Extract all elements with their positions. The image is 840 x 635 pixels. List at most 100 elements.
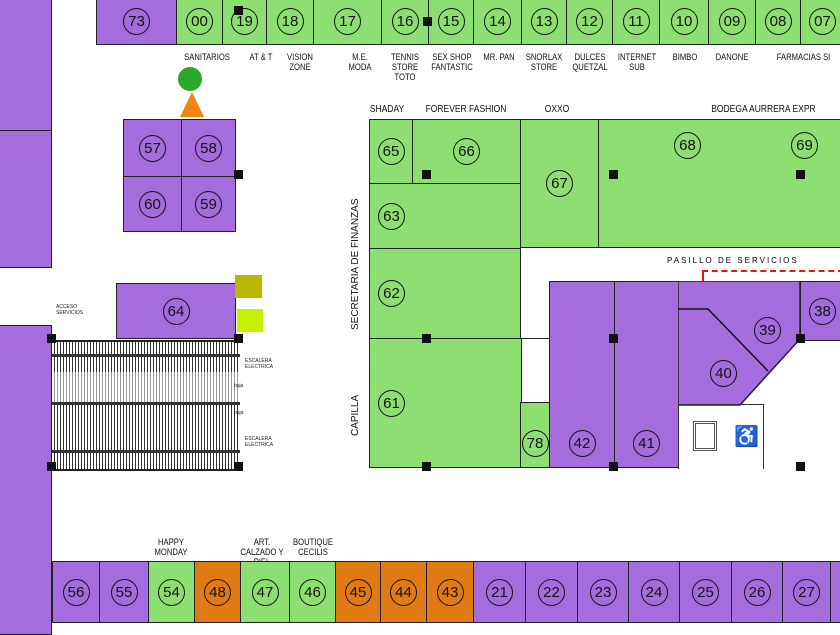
label-tennis: TENNIS STORE TOTO xyxy=(390,52,420,82)
label-mrpan: MR. PAN xyxy=(483,52,515,62)
column xyxy=(422,334,431,343)
service-corridor-line xyxy=(702,270,840,284)
store-11[interactable]: 11 xyxy=(612,0,660,45)
store-42[interactable]: 42 xyxy=(549,281,615,468)
label-snorlax: SNORLAX STORE xyxy=(525,52,563,72)
restroom-female-icon xyxy=(180,92,204,117)
store-65[interactable]: 65 xyxy=(369,119,413,184)
label-dulces: DULCES QUETZAL xyxy=(572,52,608,72)
store-56[interactable]: 56 xyxy=(52,561,100,623)
service-room xyxy=(678,404,764,469)
store-57[interactable]: 57 xyxy=(123,119,182,177)
label-internet: INTERNET SUB xyxy=(617,52,657,72)
column xyxy=(47,462,56,471)
column xyxy=(796,334,805,343)
store-24[interactable]: 24 xyxy=(628,561,680,623)
store-16[interactable]: 16 xyxy=(381,0,429,45)
label-farmacias: FARMACIAS SI xyxy=(776,52,831,62)
store-61-notch xyxy=(521,339,550,403)
store-67[interactable]: 67 xyxy=(520,119,599,248)
label-bodega: BODEGA AURRERA EXPR xyxy=(711,104,816,115)
store-55[interactable]: 55 xyxy=(99,561,149,623)
label-boutique: BOUTIQUE CECILIS xyxy=(293,537,333,557)
label-vision: VISION ZONE xyxy=(287,52,313,72)
store-39-40[interactable] xyxy=(678,281,803,406)
store-27[interactable]: 27 xyxy=(782,561,831,623)
left-store-a[interactable] xyxy=(0,0,52,132)
label-secretaria: SECRETARIA DE FINANZAS xyxy=(350,198,361,330)
store-22[interactable]: 22 xyxy=(525,561,578,623)
column xyxy=(609,462,618,471)
label-oxxo: OXXO xyxy=(544,104,570,115)
store-edge[interactable] xyxy=(830,561,840,623)
column xyxy=(234,334,243,343)
store-60[interactable]: 60 xyxy=(123,176,182,232)
label-pasillo: PASILLO DE SERVICIOS xyxy=(667,256,799,265)
wheelchair-icon: ♿ xyxy=(734,426,759,448)
store-68-69[interactable]: 68 69 xyxy=(598,119,840,248)
store-17[interactable]: 17 xyxy=(313,0,382,45)
baja-label-2: baja xyxy=(234,410,244,416)
column xyxy=(234,462,243,471)
store-25[interactable]: 25 xyxy=(679,561,732,623)
escalera-label-bottom: ESCALERA ELECTRICA xyxy=(245,436,274,448)
column xyxy=(234,6,243,15)
store-41[interactable]: 41 xyxy=(614,281,679,468)
label-capilla: CAPILLA xyxy=(350,394,361,436)
column xyxy=(609,170,618,179)
store-47[interactable]: 47 xyxy=(240,561,290,623)
store-63[interactable]: 63 xyxy=(369,183,521,249)
store-46[interactable]: 46 xyxy=(289,561,336,623)
olive-marker xyxy=(235,275,262,298)
column xyxy=(234,170,243,179)
column xyxy=(609,334,618,343)
store-43[interactable]: 43 xyxy=(426,561,474,623)
label-sexshop: SEX SHOP FANTASTIC xyxy=(431,52,473,72)
store-23[interactable]: 23 xyxy=(577,561,629,623)
store-15[interactable]: 15 xyxy=(428,0,474,45)
column xyxy=(796,462,805,471)
elevator-icon xyxy=(693,421,717,451)
store-08[interactable]: 08 xyxy=(755,0,801,45)
store-07[interactable]: 07 xyxy=(800,0,840,45)
store-44[interactable]: 44 xyxy=(380,561,427,623)
store-54[interactable]: 54 xyxy=(148,561,195,623)
store-39: 39 xyxy=(754,317,781,344)
left-store-c[interactable] xyxy=(0,325,52,635)
store-18[interactable]: 18 xyxy=(266,0,314,45)
store-64[interactable]: 64 xyxy=(116,283,236,339)
column xyxy=(422,462,431,471)
store-59[interactable]: 59 xyxy=(181,176,236,232)
store-62[interactable]: 62 xyxy=(369,248,521,339)
label-bimbo: BIMBO xyxy=(672,52,698,62)
store-10[interactable]: 10 xyxy=(659,0,709,45)
store-48[interactable]: 48 xyxy=(194,561,241,623)
store-61[interactable]: 61 xyxy=(369,338,550,468)
store-13[interactable]: 13 xyxy=(521,0,567,45)
store-58[interactable]: 58 xyxy=(181,119,236,177)
store-45[interactable]: 45 xyxy=(335,561,381,623)
column xyxy=(423,17,432,26)
store-12[interactable]: 12 xyxy=(566,0,613,45)
store-14[interactable]: 14 xyxy=(473,0,522,45)
column xyxy=(422,170,431,179)
store-19[interactable]: 19 xyxy=(222,0,267,45)
lime-marker xyxy=(237,309,263,332)
label-sanitarios: SANITARIOS xyxy=(184,52,230,62)
column xyxy=(47,334,56,343)
store-26[interactable]: 26 xyxy=(731,561,783,623)
label-shaday: SHADAY xyxy=(369,104,405,115)
escalator[interactable] xyxy=(52,340,240,471)
escalera-label-top: ESCALERA ELECTRICA xyxy=(245,358,274,370)
store-00[interactable]: 00 xyxy=(176,0,223,45)
store-78[interactable]: 78 xyxy=(520,402,550,468)
store-73[interactable]: 73 xyxy=(96,0,177,45)
store-40: 40 xyxy=(710,360,737,387)
store-21[interactable]: 21 xyxy=(473,561,526,623)
store-38[interactable]: 38 xyxy=(800,281,840,341)
label-att: AT & T xyxy=(249,52,273,62)
acceso-servicios-label: ACCESO SERVICIOS xyxy=(56,304,84,316)
left-store-b[interactable] xyxy=(0,130,52,268)
column xyxy=(796,170,805,179)
store-09[interactable]: 09 xyxy=(708,0,756,45)
